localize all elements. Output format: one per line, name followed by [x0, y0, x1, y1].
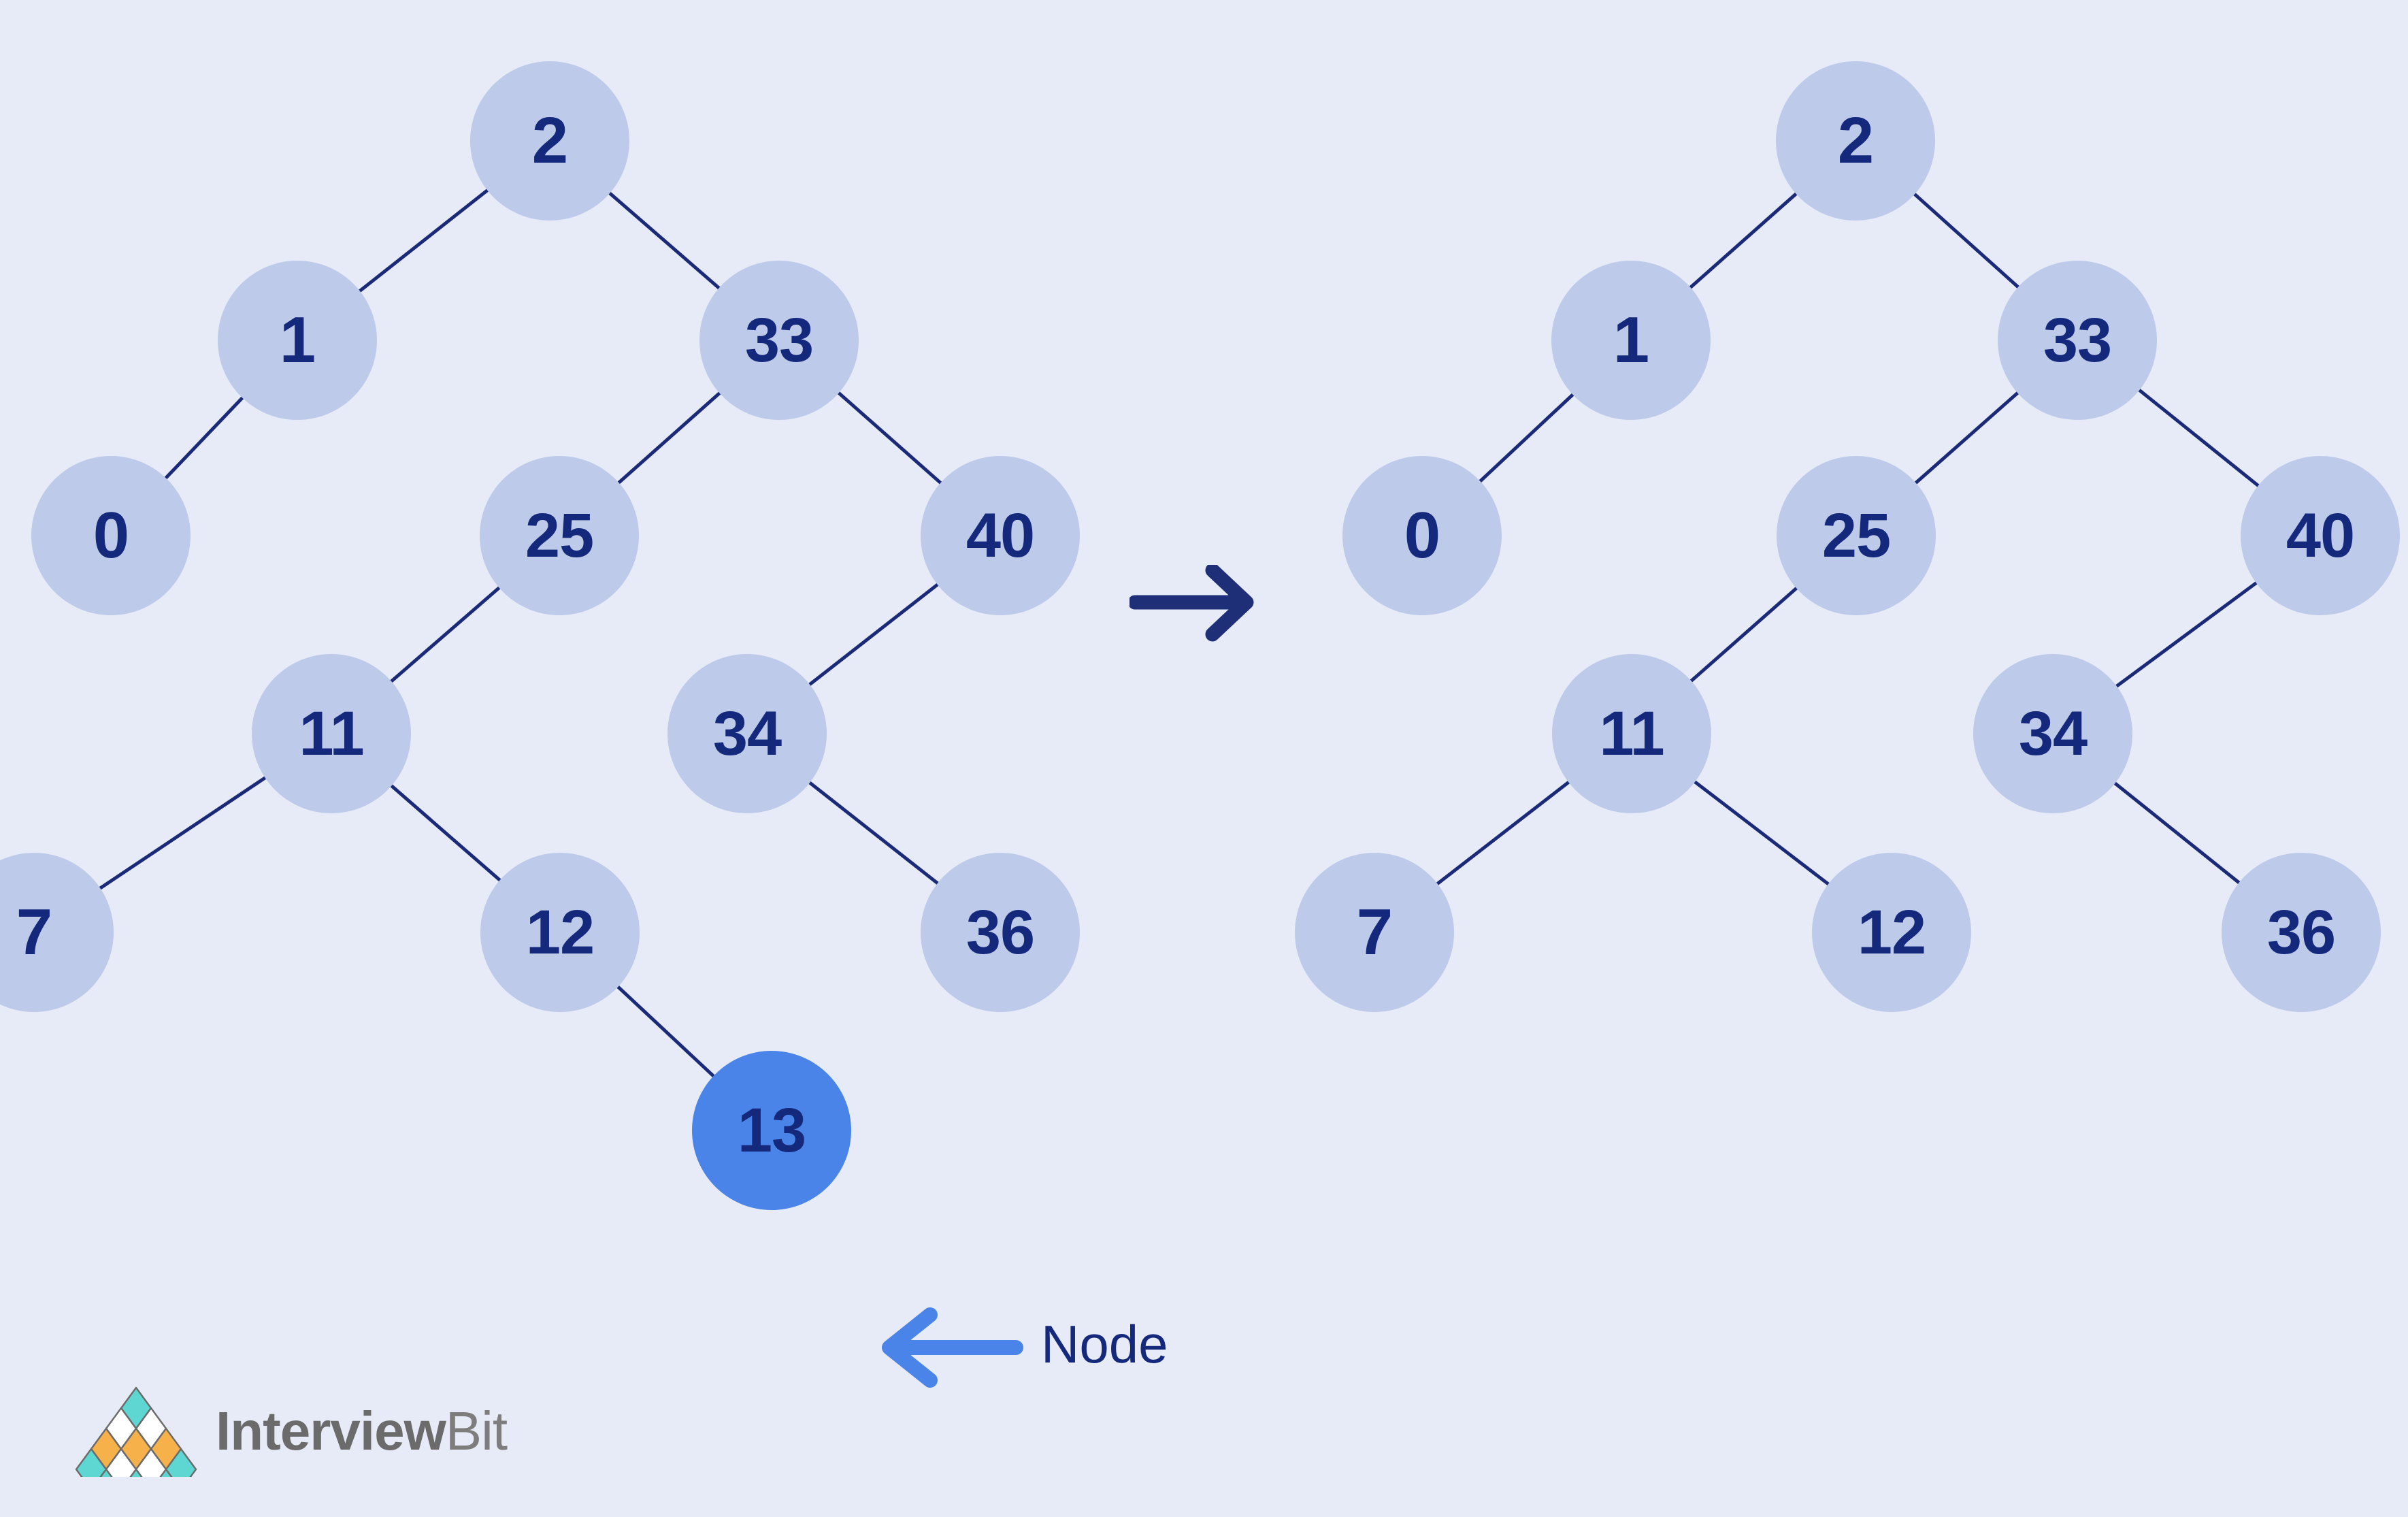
tree-node-33[interactable]: 33 [1998, 260, 2157, 420]
tree-node-1[interactable]: 1 [218, 260, 377, 420]
tree-node-value: 1 [279, 303, 316, 376]
tree-node-12[interactable]: 12 [480, 853, 640, 1013]
tree-node-2[interactable]: 2 [470, 61, 629, 221]
tree-node-34[interactable]: 34 [1973, 653, 2132, 813]
tree-node-value: 1 [1613, 303, 1649, 376]
tree-node-25[interactable]: 25 [1777, 455, 1936, 615]
tree-node-value: 11 [299, 698, 364, 768]
tree-node-34[interactable]: 34 [667, 653, 827, 813]
tree-node-value: 33 [2043, 305, 2112, 375]
tree-node-value: 7 [1356, 896, 1393, 969]
tree-node-40[interactable]: 40 [921, 455, 1080, 615]
tree-node-0[interactable]: 0 [1342, 455, 1502, 615]
tree-node-11[interactable]: 11 [1552, 653, 1711, 813]
tree-node-value: 34 [2018, 698, 2088, 768]
tree-node-value: 2 [531, 104, 568, 178]
tree-node-value: 34 [712, 698, 782, 768]
tree-node-value: 12 [525, 898, 595, 968]
tree-node-36[interactable]: 36 [2222, 853, 2381, 1013]
tree-node-2[interactable]: 2 [1776, 61, 1935, 221]
tree-node-7[interactable]: 7 [1295, 853, 1454, 1013]
tree-node-value: 40 [2286, 500, 2355, 570]
tree-node-value: 2 [1837, 104, 1874, 178]
tree-node-value: 11 [1599, 698, 1664, 768]
tree-node-12[interactable]: 12 [1812, 853, 1971, 1013]
tree-node-value: 7 [16, 896, 52, 969]
interviewbit-wordmark: InterviewBit [216, 1400, 508, 1463]
tree-node-value: 13 [737, 1095, 806, 1165]
tree-node-36[interactable]: 36 [921, 853, 1080, 1013]
tree-node-value: 36 [2266, 898, 2336, 968]
logo-text-interview: Interview [216, 1400, 446, 1461]
tree-node-33[interactable]: 33 [699, 260, 859, 420]
tree-node-40[interactable]: 40 [2241, 455, 2400, 615]
interviewbit-mark-icon [75, 1386, 197, 1477]
tree-node-value: 12 [1857, 898, 1926, 968]
logo-text-bit: Bit [445, 1400, 508, 1461]
node-pointer-label: Node [1041, 1314, 1168, 1374]
tree-node-value: 36 [966, 898, 1035, 968]
tree-node-1[interactable]: 1 [1551, 260, 1711, 420]
transition-right-arrow [1129, 565, 1254, 642]
tree-node-11[interactable]: 11 [252, 653, 411, 813]
tree-node-0[interactable]: 0 [31, 455, 191, 615]
tree-node-25[interactable]: 25 [480, 455, 639, 615]
tree-node-value: 40 [966, 500, 1035, 570]
tree-node-value: 33 [744, 305, 814, 375]
tree-node-value: 0 [93, 498, 129, 572]
tree-node-13-highlighted[interactable]: 13 [692, 1050, 851, 1210]
interviewbit-logo: InterviewBit [71, 1385, 508, 1477]
tree-node-value: 25 [1821, 500, 1891, 570]
tree-node-value: 25 [525, 500, 594, 570]
node-pointer-arrow [882, 1307, 1023, 1388]
tree-node-value: 0 [1404, 498, 1440, 572]
